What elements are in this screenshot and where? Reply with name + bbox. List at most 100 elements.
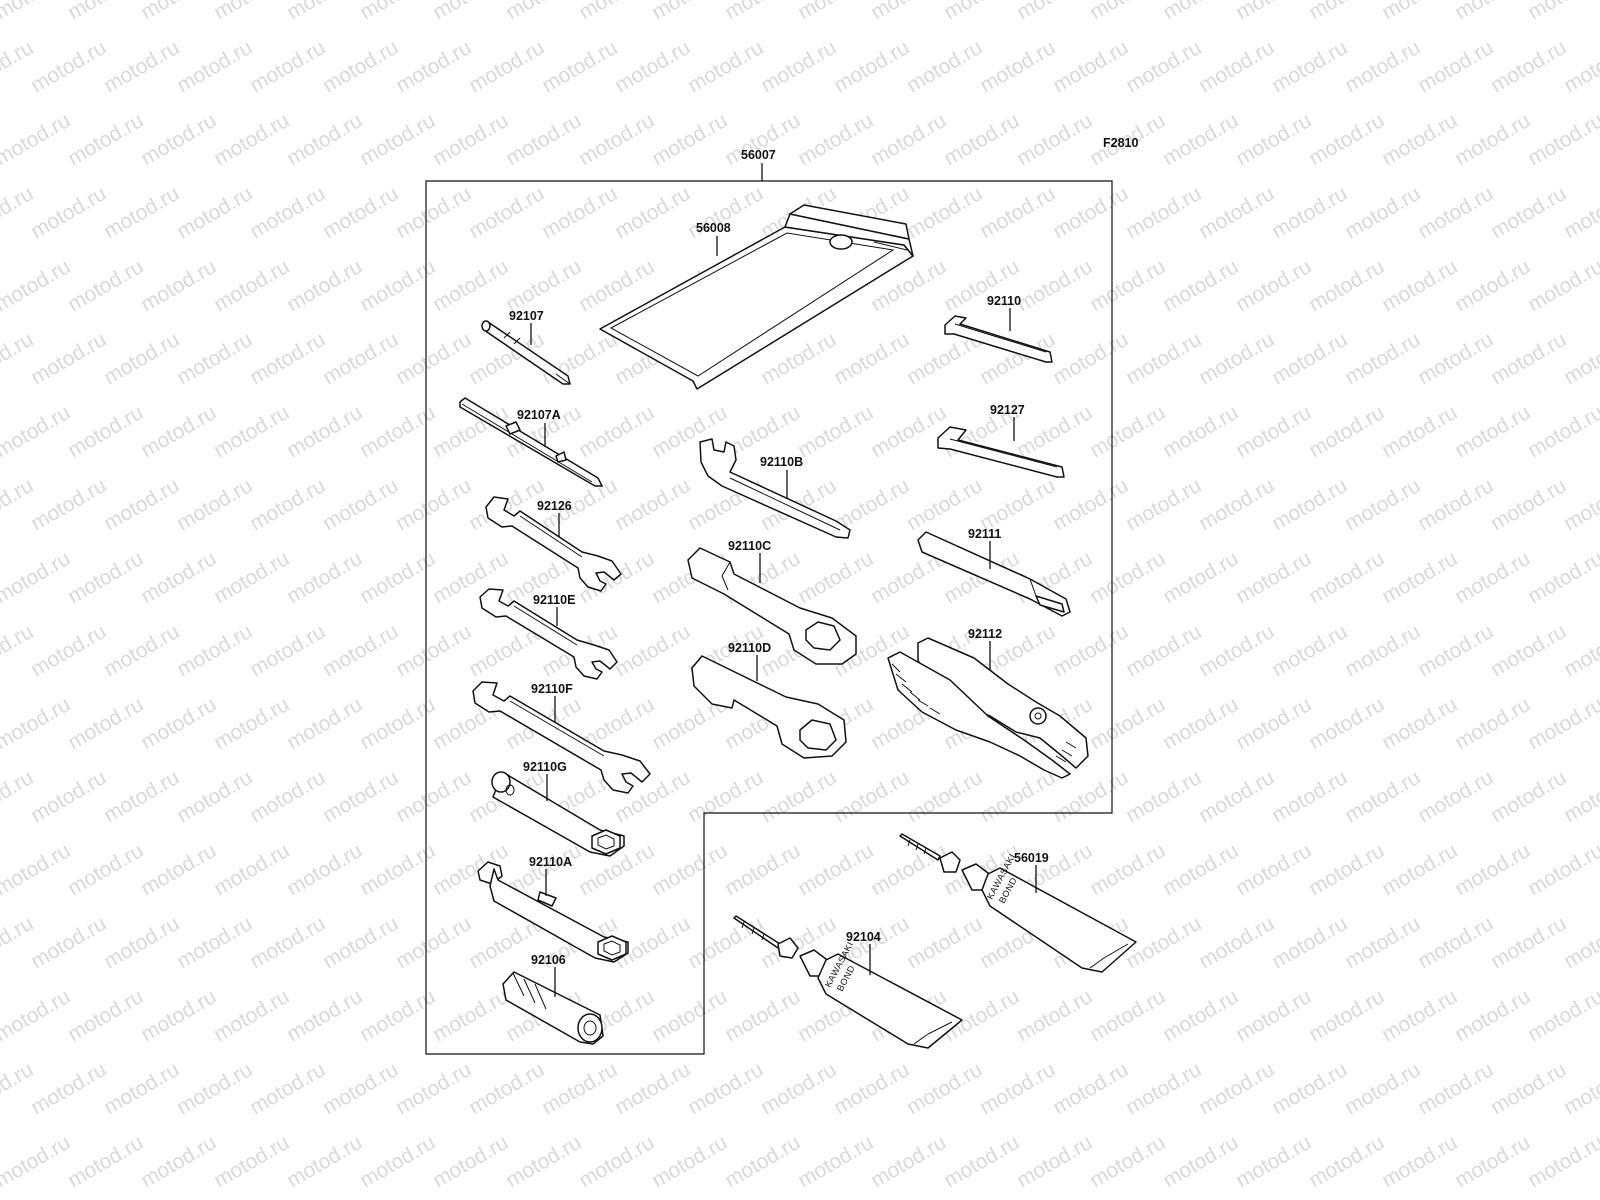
watermark-text: motod.ru xyxy=(210,839,293,900)
watermark-text: motod.ru xyxy=(1378,693,1461,754)
ring-wrench-92110C[interactable] xyxy=(687,547,857,665)
screwdriver-bit[interactable] xyxy=(481,320,571,385)
watermark-text: motod.ru xyxy=(100,1058,183,1119)
watermark-text: motod.ru xyxy=(1524,401,1600,462)
watermark-text: motod.ru xyxy=(392,1058,475,1119)
label-56008: 56008 xyxy=(696,221,731,235)
watermark-text: motod.ru xyxy=(356,401,439,462)
watermark-text: motod.ru xyxy=(1414,182,1497,243)
watermark-text: motod.ru xyxy=(1378,985,1461,1046)
watermark-text: motod.ru xyxy=(356,1131,439,1192)
watermark-text: motod.ru xyxy=(1195,620,1278,681)
watermark-text: motod.ru xyxy=(283,109,366,170)
watermark-text: motod.ru xyxy=(1049,1058,1132,1119)
watermark-text: motod.ru xyxy=(575,0,658,24)
watermark-text: motod.ru xyxy=(1560,766,1600,827)
label-56019: 56019 xyxy=(1014,851,1049,865)
label-92126: 92126 xyxy=(537,499,572,513)
double-screwdriver[interactable] xyxy=(459,397,603,487)
watermark-text: motod.ru xyxy=(173,36,256,97)
watermark-text: motod.ru xyxy=(64,255,147,316)
watermark-text: motod.ru xyxy=(757,36,840,97)
watermark-text: motod.ru xyxy=(1232,547,1315,608)
watermark-text: motod.ru xyxy=(1341,1058,1424,1119)
watermark-text: motod.ru xyxy=(1524,109,1600,170)
hex-key-small[interactable] xyxy=(944,315,1053,363)
watermark-text: motod.ru xyxy=(794,547,877,608)
watermark-text: motod.ru xyxy=(137,985,220,1046)
pliers[interactable] xyxy=(887,637,1089,779)
watermark-text: motod.ru xyxy=(1341,182,1424,243)
watermark-text: motod.ru xyxy=(1341,36,1424,97)
watermark-text: motod.ru xyxy=(1524,693,1600,754)
watermark-text: motod.ru xyxy=(137,1131,220,1192)
watermark-text: motod.ru xyxy=(64,547,147,608)
watermark-text: motod.ru xyxy=(684,912,767,973)
watermark-text: motod.ru xyxy=(648,985,731,1046)
watermark-text: motod.ru xyxy=(830,36,913,97)
watermark-text: motod.ru xyxy=(1305,109,1388,170)
watermark-text: motod.ru xyxy=(794,1131,877,1192)
watermark-text: motod.ru xyxy=(319,620,402,681)
watermark-text: motod.ru xyxy=(319,474,402,535)
watermark-text: motod.ru xyxy=(1232,109,1315,170)
watermark-text: motod.ru xyxy=(0,401,74,462)
box-wrench-92110A[interactable] xyxy=(477,861,629,963)
watermark-text: motod.ru xyxy=(1487,36,1570,97)
box-wrench-92110G[interactable] xyxy=(491,771,625,857)
label-92127: 92127 xyxy=(990,403,1025,417)
watermark-text: motod.ru xyxy=(1195,1058,1278,1119)
ring-wrench-92110D[interactable] xyxy=(691,655,847,759)
watermark-text: motod.ru xyxy=(0,547,74,608)
open-end-wrench-92126[interactable] xyxy=(485,496,622,592)
watermark-text: motod.ru xyxy=(867,839,950,900)
watermark-text: motod.ru xyxy=(283,839,366,900)
tool-pouch[interactable] xyxy=(599,204,914,390)
watermark-text: motod.ru xyxy=(1414,620,1497,681)
watermark-text: motod.ru xyxy=(64,401,147,462)
label-92110E: 92110E xyxy=(533,593,575,607)
watermark-text: motod.ru xyxy=(684,766,767,827)
hex-key-large[interactable] xyxy=(937,426,1065,478)
watermark-text: motod.ru xyxy=(1122,474,1205,535)
watermark-text: motod.ru xyxy=(1049,36,1132,97)
watermark-text: motod.ru xyxy=(611,182,694,243)
watermark-text: motod.ru xyxy=(1378,839,1461,900)
label-92110G: 92110G xyxy=(523,760,567,774)
watermark-text: motod.ru xyxy=(1378,0,1461,24)
watermark-text: motod.ru xyxy=(1268,1058,1351,1119)
watermark-text: motod.ru xyxy=(867,109,950,170)
open-end-wrench-92110E[interactable] xyxy=(479,588,618,680)
open-end-wrench-92110F[interactable] xyxy=(472,681,651,794)
watermark-text: motod.ru xyxy=(392,36,475,97)
watermark-text: motod.ru xyxy=(100,328,183,389)
watermark-text: motod.ru xyxy=(1268,182,1351,243)
watermark-text: motod.ru xyxy=(246,620,329,681)
watermark-text: motod.ru xyxy=(867,0,950,24)
watermark-text: motod.ru xyxy=(1451,1131,1534,1192)
watermark-text: motod.ru xyxy=(173,620,256,681)
watermark-text: motod.ru xyxy=(502,1131,585,1192)
watermark-text: motod.ru xyxy=(100,620,183,681)
watermark-text: motod.ru xyxy=(1232,401,1315,462)
watermark-text: motod.ru xyxy=(64,109,147,170)
watermark-text: motod.ru xyxy=(283,255,366,316)
watermark-text: motod.ru xyxy=(0,912,37,973)
watermark-text: motod.ru xyxy=(0,0,74,24)
watermark-text: motod.ru xyxy=(1305,0,1388,24)
watermark-text: motod.ru xyxy=(1268,36,1351,97)
extension-bar[interactable] xyxy=(917,531,1071,617)
watermark-text: motod.ru xyxy=(611,620,694,681)
watermark-text: motod.ru xyxy=(173,182,256,243)
watermark-text: motod.ru xyxy=(1414,328,1497,389)
hex-socket[interactable] xyxy=(502,971,604,1045)
watermark-text: motod.ru xyxy=(319,1058,402,1119)
watermark-text: motod.ru xyxy=(64,0,147,24)
watermark-text: motod.ru xyxy=(0,766,37,827)
label-92110F: 92110F xyxy=(531,682,573,696)
hook-spanner[interactable] xyxy=(699,438,851,539)
watermark-text: motod.ru xyxy=(173,474,256,535)
label-92112: 92112 xyxy=(968,627,1002,641)
watermark-text: motod.ru xyxy=(319,766,402,827)
watermark-text: motod.ru xyxy=(1560,620,1600,681)
